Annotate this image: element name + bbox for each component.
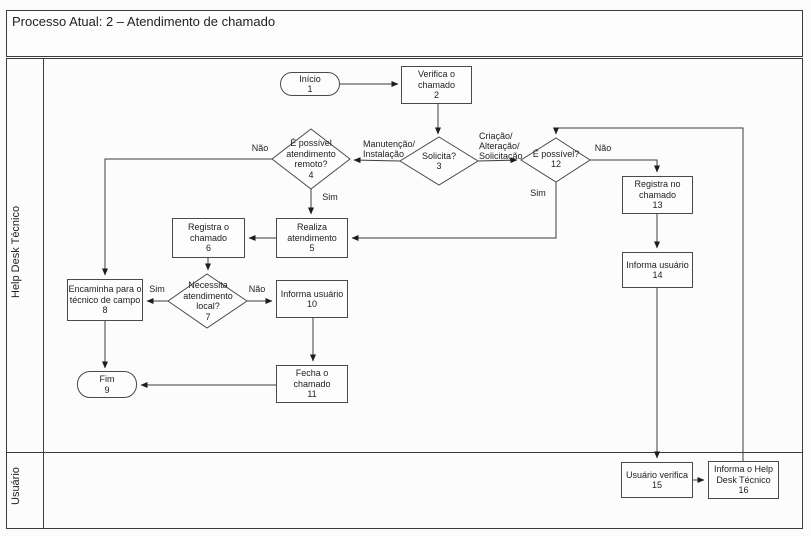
node-label: Registra no chamado [634, 179, 681, 200]
node-realiza-atendimento: Realiza atendimento 5 [276, 218, 348, 258]
node-label: Usuário verifica [625, 469, 689, 480]
node-label: Solicita? [421, 150, 457, 161]
node-number: 12 [550, 159, 561, 169]
decision-solicita-shape [399, 136, 479, 186]
subtitle-bar [6, 32, 803, 57]
edge-label-sim-remoto: Sim [322, 192, 338, 202]
node-informa-help-desk: Informa o Help Desk Técnico 16 [708, 461, 779, 499]
node-label: Verifica o chamado [417, 69, 456, 90]
node-usuario-verifica: Usuário verifica 15 [621, 462, 693, 498]
lane-label-divider [43, 59, 44, 528]
node-number: 13 [652, 200, 663, 211]
node-number: 2 [433, 90, 439, 101]
edge-solicita-remoto [353, 157, 401, 164]
node-verifica-chamado: Verifica o chamado 2 [401, 66, 472, 104]
edge-label-sim-local: Sim [149, 284, 165, 294]
node-number: 14 [652, 270, 663, 280]
node-encaminha-tecnico: Encaminha para o técnico de campo 8 [67, 279, 143, 321]
node-label: Informa o Help Desk Técnico [713, 464, 774, 485]
node-possivel-remoto: É possível atendimento remoto? 4 [279, 134, 343, 184]
node-number: 8 [102, 305, 108, 316]
node-label: Realiza atendimento [287, 222, 337, 243]
lane-divider [7, 452, 802, 453]
node-informa-usuario-10: Informa usuário 10 [276, 280, 348, 318]
edge-epossivel-nao-registra13 [590, 159, 660, 173]
edge-label-nao-local: Não [248, 284, 266, 294]
node-label: Fim [99, 374, 115, 384]
edge-label-nao-possivel: Não [594, 143, 612, 153]
edge-informa16-epossivel [553, 127, 744, 461]
node-number: 6 [205, 243, 211, 254]
node-solicita: Solicita? 3 [404, 143, 474, 179]
edge-solicita-epossivel [477, 157, 518, 164]
node-label: Necessita atendimento local? [183, 280, 233, 311]
edge-label-nao-remoto: Não [251, 143, 269, 153]
edge-label-criacao-alteracao-solicitacao: Criação/ Alteração/ Solicitação [479, 131, 523, 161]
decision-epossivel-shape [520, 137, 591, 183]
decision-remoto-shape [271, 128, 351, 190]
node-label: Fecha o chamado [293, 368, 331, 389]
node-registra-chamado: Registra o chamado 6 [172, 218, 245, 258]
diagram-title: Processo Atual: 2 – Atendimento de chama… [12, 14, 276, 29]
node-label: Informa usuário [626, 259, 689, 270]
node-label: Encaminha para o técnico de campo [68, 284, 142, 305]
node-number: 9 [104, 384, 110, 395]
node-number: 10 [306, 299, 317, 309]
node-label: Início [299, 73, 321, 84]
decision-necessita-shape [167, 273, 248, 329]
node-number: 4 [308, 169, 314, 180]
edge-remoto-nao-encaminha [102, 158, 272, 276]
node-necessita-local: Necessita atendimento local? 7 [176, 279, 240, 323]
node-label: É possível? [532, 148, 580, 159]
node-label: Informa usuário [280, 288, 344, 299]
node-number: 1 [307, 84, 313, 94]
edge-epossivel-sim-realiza [351, 182, 557, 241]
node-label: Registra o chamado [187, 222, 230, 243]
node-number: 5 [309, 243, 315, 254]
node-number: 7 [205, 311, 211, 322]
node-number: 11 [307, 389, 317, 400]
node-fim: Fim 9 [77, 371, 137, 398]
node-inicio: Início 1 [280, 72, 340, 96]
node-number: 16 [738, 485, 749, 496]
node-registra-no-chamado: Registra no chamado 13 [622, 176, 693, 214]
node-number: 15 [651, 480, 662, 490]
node-e-possivel: É possível? 12 [521, 139, 591, 179]
edge-label-manutencao-instalacao: Manutenção/ Instalação [363, 139, 416, 159]
node-label: É possível atendimento remoto? [286, 138, 336, 169]
edge-label-sim-possivel: Sim [530, 188, 546, 198]
node-fecha-chamado: Fecha o chamado 11 [276, 365, 348, 403]
node-number: 3 [436, 161, 442, 171]
node-informa-usuario-14: Informa usuário 14 [622, 252, 693, 288]
